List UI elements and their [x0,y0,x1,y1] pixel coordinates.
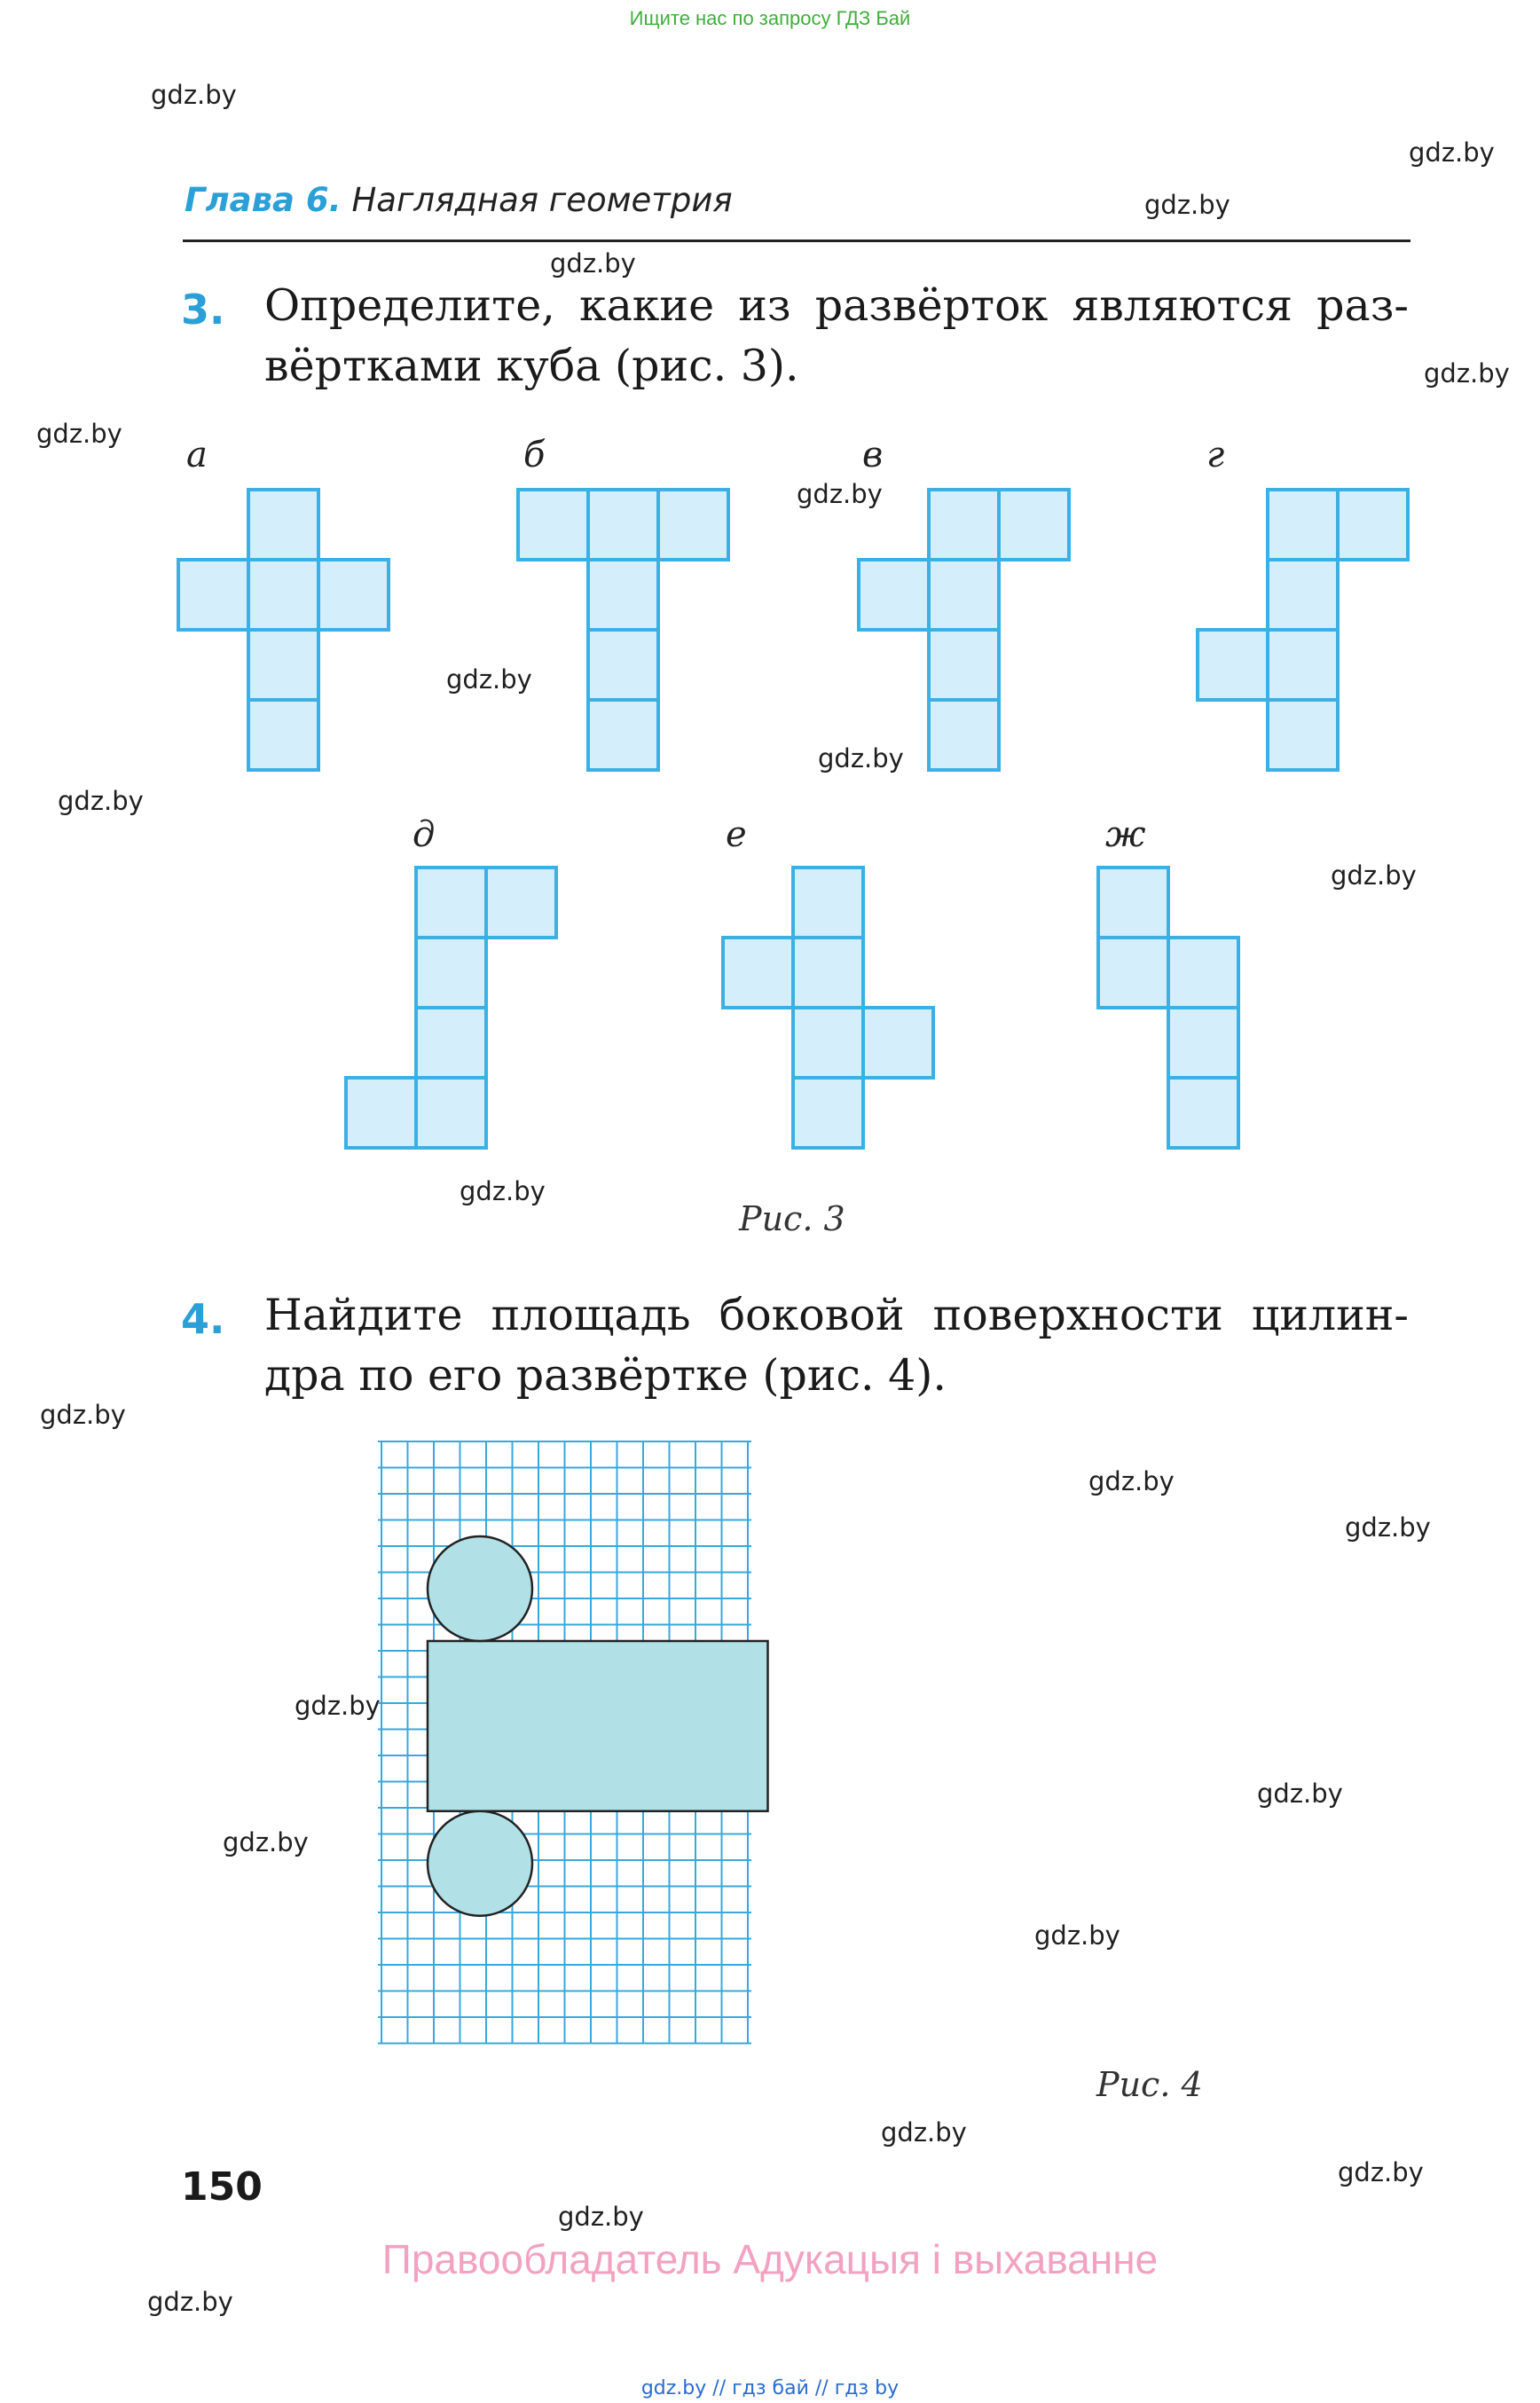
cube-net-4 [1196,488,1410,772]
watermark: gdz.by [818,743,904,774]
net-square [586,698,660,772]
chapter-header: Глава 6. Наглядная геометрия [185,181,733,219]
watermark: gdz.by [1338,2157,1424,2187]
task-text-line: Найдите площадь боковой поверхности цили… [264,1290,1409,1340]
watermark: gdz.by [295,1691,381,1721]
net-square [1096,936,1170,1009]
cube-net-6 [721,866,935,1150]
net-square [247,488,320,561]
watermark: gdz.by [40,1400,126,1430]
net-label: е [726,814,747,855]
watermark: gdz.by [550,248,636,279]
copyright-holder: Правообладатель Адукацыя і выхаванне [381,2236,1159,2282]
cube-net-5 [344,866,558,1150]
watermark: gdz.by [1331,860,1417,891]
net-square [1196,628,1269,702]
page-number: 150 [181,2164,263,2210]
watermark: gdz.by [223,1827,309,1857]
net-square [586,558,660,632]
header-divider [183,240,1410,242]
cylinder-net-figure [378,1441,769,2045]
net-square [414,1076,488,1150]
watermark: gdz.by [1034,1920,1120,1951]
net-square [1167,1006,1240,1080]
net-square [1266,628,1340,702]
net-square [317,558,390,632]
watermark: gdz.by [881,2117,967,2148]
watermark: gdz.by [1257,1779,1343,1809]
cube-net-3 [857,488,1071,772]
task-text-line: вёртками куба (рис. 3). [264,341,799,391]
net-square [1096,866,1170,939]
net-square [791,936,865,1009]
watermark: gdz.by [460,1176,546,1206]
watermark: gdz.by [151,80,237,110]
task-number: 4. [181,1295,225,1343]
net-square [586,628,660,702]
figure-caption: Рис. 3 [739,1199,845,1238]
net-label: б [523,435,546,475]
net-square [791,1076,865,1150]
cube-net-1 [177,488,390,772]
watermark: gdz.by [1424,358,1510,389]
chapter-number: Глава 6. [185,181,342,219]
watermark: gdz.by [36,419,122,449]
net-square [484,866,558,939]
net-square [997,488,1071,561]
net-square [1266,698,1340,772]
watermark: gdz.by [797,479,883,509]
watermark: gdz.by [1088,1466,1175,1496]
net-label: ж [1105,814,1146,855]
chapter-title: Наглядная геометрия [351,181,733,219]
watermark: gdz.by [1144,190,1230,220]
watermark: gdz.by [1409,137,1495,168]
watermark: gdz.by [446,664,532,695]
net-square [1167,936,1240,1009]
net-square [247,698,320,772]
task-text-line: Определите, какие из развёрток являются … [264,280,1409,331]
net-label: а [186,435,208,475]
watermark: gdz.by [58,786,144,816]
cube-net-7 [1096,866,1240,1150]
net-square [1336,488,1410,561]
watermark: gdz.by [1345,1512,1431,1543]
net-square [861,1006,935,1080]
watermark: gdz.by [147,2287,233,2317]
lateral-surface-rectangle [426,1639,769,1812]
figure-caption: Рис. 4 [1096,2065,1203,2104]
net-label: д [412,814,436,855]
task-text-line: дра по его развёртке (рис. 4). [264,1350,947,1401]
net-label: в [862,435,884,475]
net-square [656,488,730,561]
watermark: gdz.by [558,2202,644,2232]
net-square [927,628,1001,702]
footer-links: gdz.by // гдз бай // гдз by [640,2377,900,2399]
net-square [927,698,1001,772]
net-square [414,936,488,1009]
cube-net-2 [516,488,730,772]
search-banner: Ищите нас по запросу ГДЗ Бай [629,7,911,29]
top-base-circle [426,1535,534,1643]
net-square [1266,488,1340,561]
net-square [1266,558,1340,632]
net-square [857,558,931,632]
bottom-base-circle [426,1810,534,1917]
net-label: г [1206,435,1225,475]
net-square [177,558,250,632]
net-square [1167,1076,1240,1150]
net-square [721,936,795,1009]
cube-nets-figure [177,488,1410,1150]
task-number: 3. [181,286,225,334]
